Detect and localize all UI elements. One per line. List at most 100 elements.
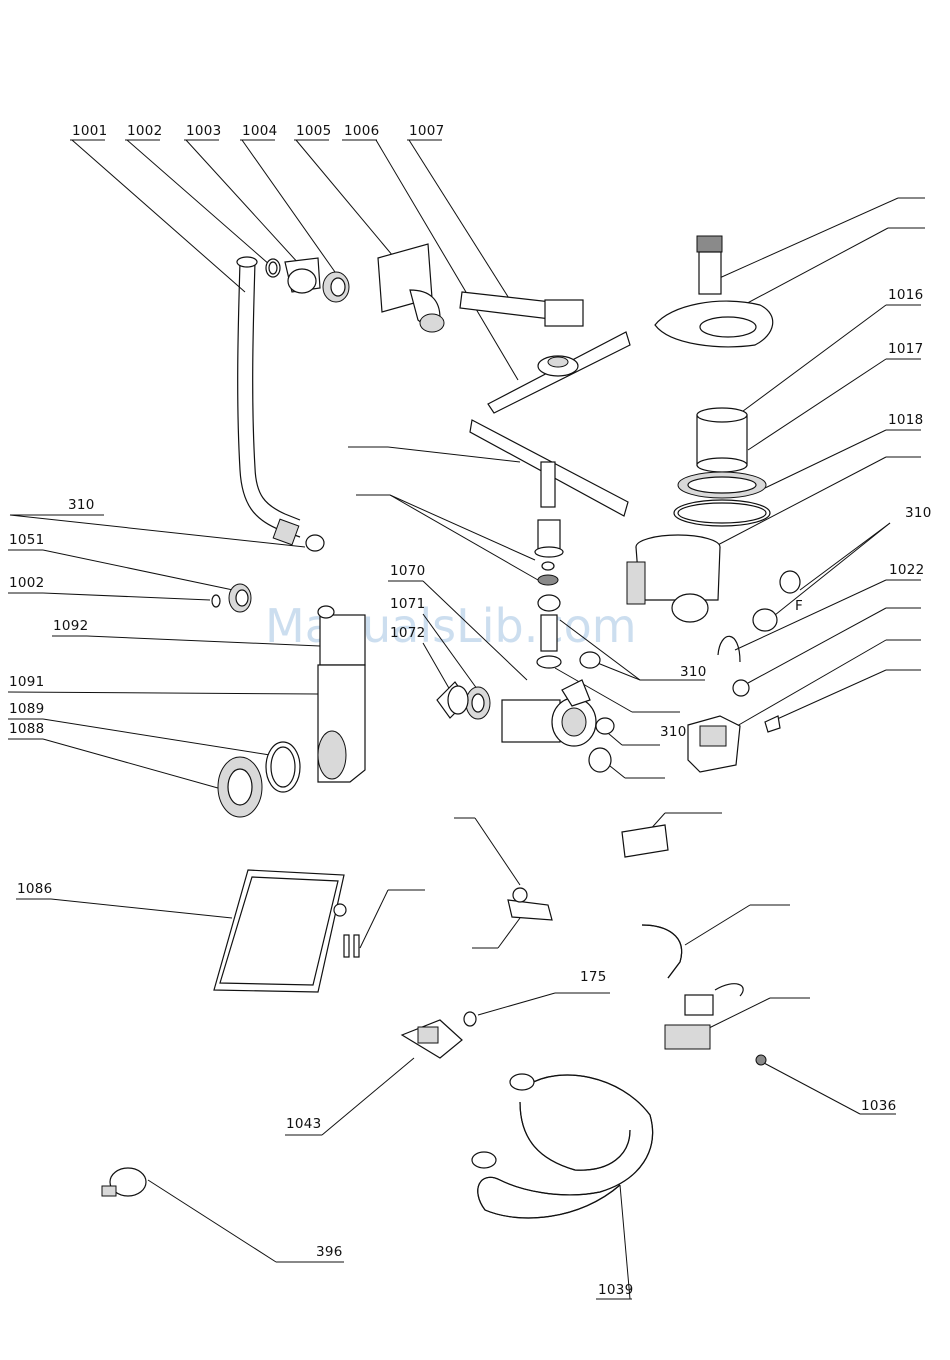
leader-pump-nozzle xyxy=(605,762,665,778)
leader-screw-right xyxy=(775,670,921,720)
filter-plug xyxy=(697,236,722,294)
drain-hose-1039 xyxy=(472,1074,653,1218)
screw-right xyxy=(765,716,780,732)
fitting-1036 xyxy=(756,1055,766,1065)
upper-spray-arm-1006 xyxy=(488,332,630,413)
leader-heater-clip xyxy=(454,818,520,885)
label-1004[interactable]: 1004 xyxy=(240,123,335,272)
sump xyxy=(627,535,720,622)
filter-plate xyxy=(655,301,773,347)
gasket-1018 xyxy=(674,472,770,526)
ring-1002 xyxy=(266,259,280,277)
label-F: F xyxy=(795,598,803,614)
svg-text:1005: 1005 xyxy=(296,123,332,139)
label-1088[interactable]: 1088 xyxy=(8,721,225,790)
svg-text:1022: 1022 xyxy=(889,562,925,578)
label-1086[interactable]: 1086 xyxy=(16,881,232,918)
label-1005[interactable]: 1005 xyxy=(294,123,398,262)
svg-text:175: 175 xyxy=(580,969,607,985)
ring-175 xyxy=(464,1012,476,1026)
connector-1003 xyxy=(285,258,320,293)
label-396[interactable]: 396 xyxy=(148,1180,344,1262)
cap-1022 xyxy=(733,680,749,696)
label-1002-top[interactable]: 1002 xyxy=(125,123,270,265)
level-switch-1043 xyxy=(402,1020,462,1058)
label-1043[interactable]: 1043 xyxy=(285,1058,414,1135)
leader-elbow-hose xyxy=(685,905,790,945)
micro-filter-1016 xyxy=(697,408,747,472)
seal-1071 xyxy=(466,687,490,719)
bracket-1005 xyxy=(378,244,444,332)
svg-text:1006: 1006 xyxy=(344,123,380,139)
gasket-frame-1086 xyxy=(214,870,346,992)
svg-text:1002: 1002 xyxy=(127,123,163,139)
inlet-valve xyxy=(665,984,743,1049)
svg-text:1072: 1072 xyxy=(390,625,426,641)
label-1022[interactable]: 1022 xyxy=(735,562,925,650)
clamp-310-right-a xyxy=(780,571,800,593)
svg-text:396: 396 xyxy=(316,1244,343,1260)
leader-heater-clip-b xyxy=(472,918,520,948)
label-1006[interactable]: 1006 xyxy=(342,123,518,380)
clamp-310-top xyxy=(306,535,324,551)
svg-text:1002: 1002 xyxy=(9,575,45,591)
svg-text:1091: 1091 xyxy=(9,674,45,690)
svg-text:1051: 1051 xyxy=(9,532,45,548)
label-310-left[interactable]: 310 xyxy=(10,497,305,547)
leader-seals-center xyxy=(356,495,538,580)
clamp-396 xyxy=(102,1168,146,1196)
cap-1088 xyxy=(218,757,262,817)
svg-text:1036: 1036 xyxy=(861,1098,897,1114)
svg-text:310: 310 xyxy=(68,497,95,513)
svg-text:1070: 1070 xyxy=(390,563,426,579)
feed-tube-1007 xyxy=(460,292,583,326)
svg-text:310: 310 xyxy=(905,505,932,521)
leader-pins xyxy=(360,890,425,948)
clamp-310-right-b xyxy=(753,609,777,631)
svg-text:1043: 1043 xyxy=(286,1116,322,1132)
label-1091[interactable]: 1091 xyxy=(8,674,318,694)
valve-block xyxy=(688,716,740,772)
label-1003[interactable]: 1003 xyxy=(184,123,300,265)
svg-text:1092: 1092 xyxy=(53,618,89,634)
svg-text:1089: 1089 xyxy=(9,701,45,717)
lower-spray-arm xyxy=(470,420,628,516)
dispenser-1092 xyxy=(318,606,365,665)
svg-text:1004: 1004 xyxy=(242,123,278,139)
elbow-1072 xyxy=(437,682,468,718)
nut-1004 xyxy=(323,272,349,302)
hinge-plate xyxy=(622,825,668,857)
svg-text:310: 310 xyxy=(660,724,687,740)
svg-text:1017: 1017 xyxy=(888,341,924,357)
leader-spray-arm-lower xyxy=(348,447,520,462)
pump-motor-1070 xyxy=(502,680,596,746)
svg-text:1007: 1007 xyxy=(409,123,445,139)
pipe-1001 xyxy=(237,257,300,545)
label-1036[interactable]: 1036 xyxy=(764,1063,897,1114)
leader-filter-plug xyxy=(715,198,925,280)
pins xyxy=(344,935,359,957)
label-1017[interactable]: 1017 xyxy=(748,341,924,450)
oring-1002 xyxy=(212,595,220,607)
svg-text:1016: 1016 xyxy=(888,287,924,303)
label-1001[interactable]: 1001 xyxy=(70,123,245,292)
label-175[interactable]: 175 xyxy=(478,969,610,1015)
label-1039[interactable]: 1039 xyxy=(596,1185,634,1299)
pump-nozzle xyxy=(589,748,611,772)
leader-inlet-valve xyxy=(705,998,810,1030)
heater-clip xyxy=(508,888,552,920)
svg-text:1071: 1071 xyxy=(390,596,426,612)
ring-1089 xyxy=(266,742,300,792)
dispenser-1091 xyxy=(318,665,365,782)
svg-text:1018: 1018 xyxy=(888,412,924,428)
svg-text:1003: 1003 xyxy=(186,123,222,139)
svg-text:1088: 1088 xyxy=(9,721,45,737)
elbow-hose xyxy=(642,925,682,978)
label-1089[interactable]: 1089 xyxy=(8,701,270,755)
nut-1051 xyxy=(229,584,251,612)
leader-valve-right xyxy=(730,640,921,730)
svg-text:1001: 1001 xyxy=(72,123,108,139)
svg-text:1086: 1086 xyxy=(17,881,53,897)
svg-text:310: 310 xyxy=(680,664,707,680)
